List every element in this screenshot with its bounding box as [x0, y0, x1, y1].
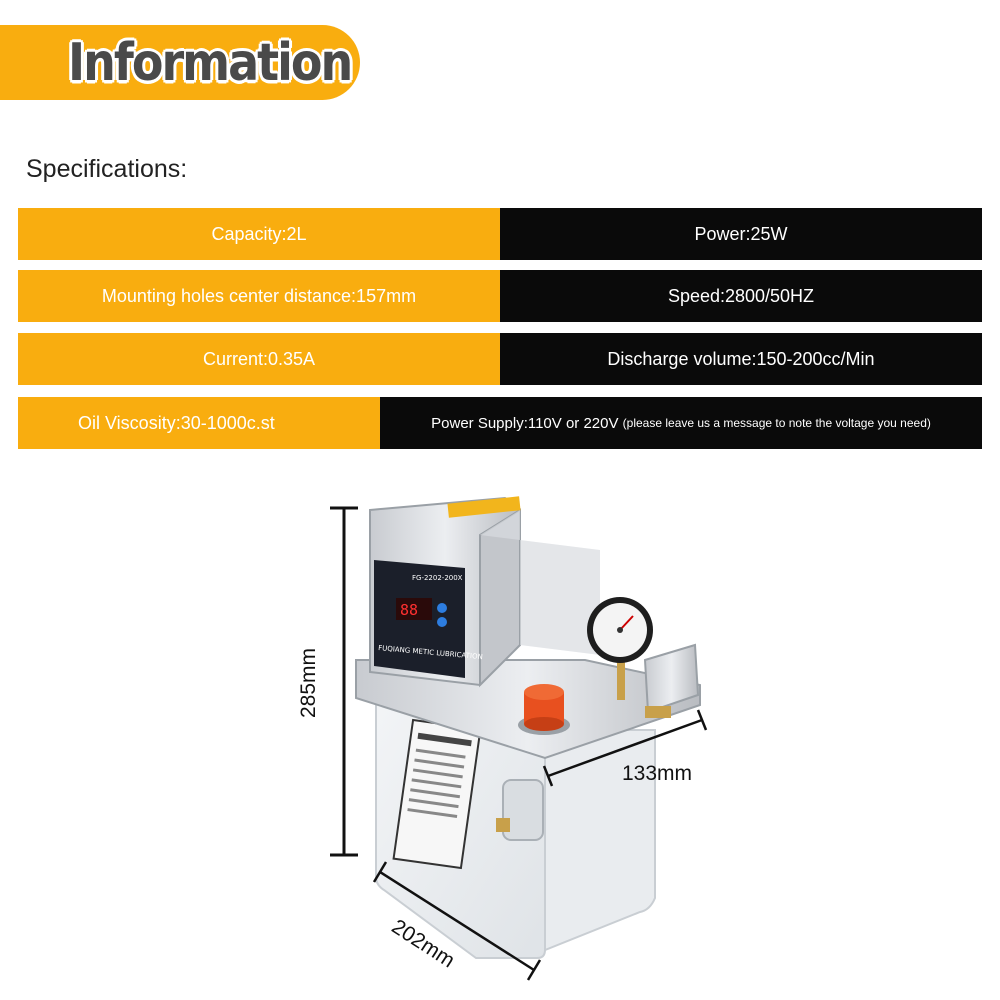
spec-row: Mounting holes center distance:157mm Spe… [18, 270, 982, 322]
control-panel: 88 FUQIANG METIC LUBRICATION FG-2202-200… [374, 560, 483, 678]
down-button-icon [437, 617, 447, 627]
lubrication-pump-illustration: 88 FUQIANG METIC LUBRICATION FG-2202-200… [330, 496, 708, 981]
spec-oil-viscosity: Oil Viscosity:30-1000c.st [18, 397, 380, 449]
outlet-fitting [645, 706, 671, 718]
spec-row: Oil Viscosity:30-1000c.st Power Supply:1… [18, 397, 982, 449]
height-dimension-label: 285mm [297, 647, 320, 718]
brand-label [447, 496, 521, 518]
digital-display [396, 598, 432, 620]
spec-row: Current:0.35A Discharge volume:150-200cc… [18, 333, 982, 385]
page-title: Information [68, 32, 353, 93]
power-supply-note: (please leave us a message to note the v… [622, 416, 931, 430]
depth-dimension-line [542, 709, 708, 787]
filter [502, 779, 544, 841]
height-dimension-line [330, 506, 358, 857]
filler-cap [518, 684, 570, 735]
pressure-gauge-icon [587, 597, 653, 700]
spec-current: Current:0.35A [18, 333, 500, 385]
spec-mounting-distance: Mounting holes center distance:157mm [18, 270, 500, 322]
spec-speed: Speed:2800/50HZ [500, 270, 982, 322]
spec-power: Power:25W [500, 208, 982, 260]
spec-power-supply: Power Supply:110V or 220V (please leave … [380, 397, 982, 449]
mounting-bracket [643, 643, 700, 714]
depth-dimension-label: 133mm [622, 762, 693, 785]
spec-capacity: Capacity:2L [18, 208, 500, 260]
specifications-heading: Specifications: [26, 155, 188, 183]
spec-discharge-volume: Discharge volume:150-200cc/Min [500, 333, 982, 385]
oil-tank [375, 684, 656, 959]
model-text: FG-2202-200X [412, 574, 463, 582]
up-button-icon [437, 603, 447, 613]
header-banner [0, 25, 360, 100]
power-supply-text: Power Supply:110V or 220V [431, 414, 619, 432]
brass-fitting [496, 818, 510, 832]
svg-text:88: 88 [400, 601, 418, 619]
spec-row: Capacity:2L Power:25W [18, 208, 982, 260]
width-dimension-line [372, 861, 542, 981]
